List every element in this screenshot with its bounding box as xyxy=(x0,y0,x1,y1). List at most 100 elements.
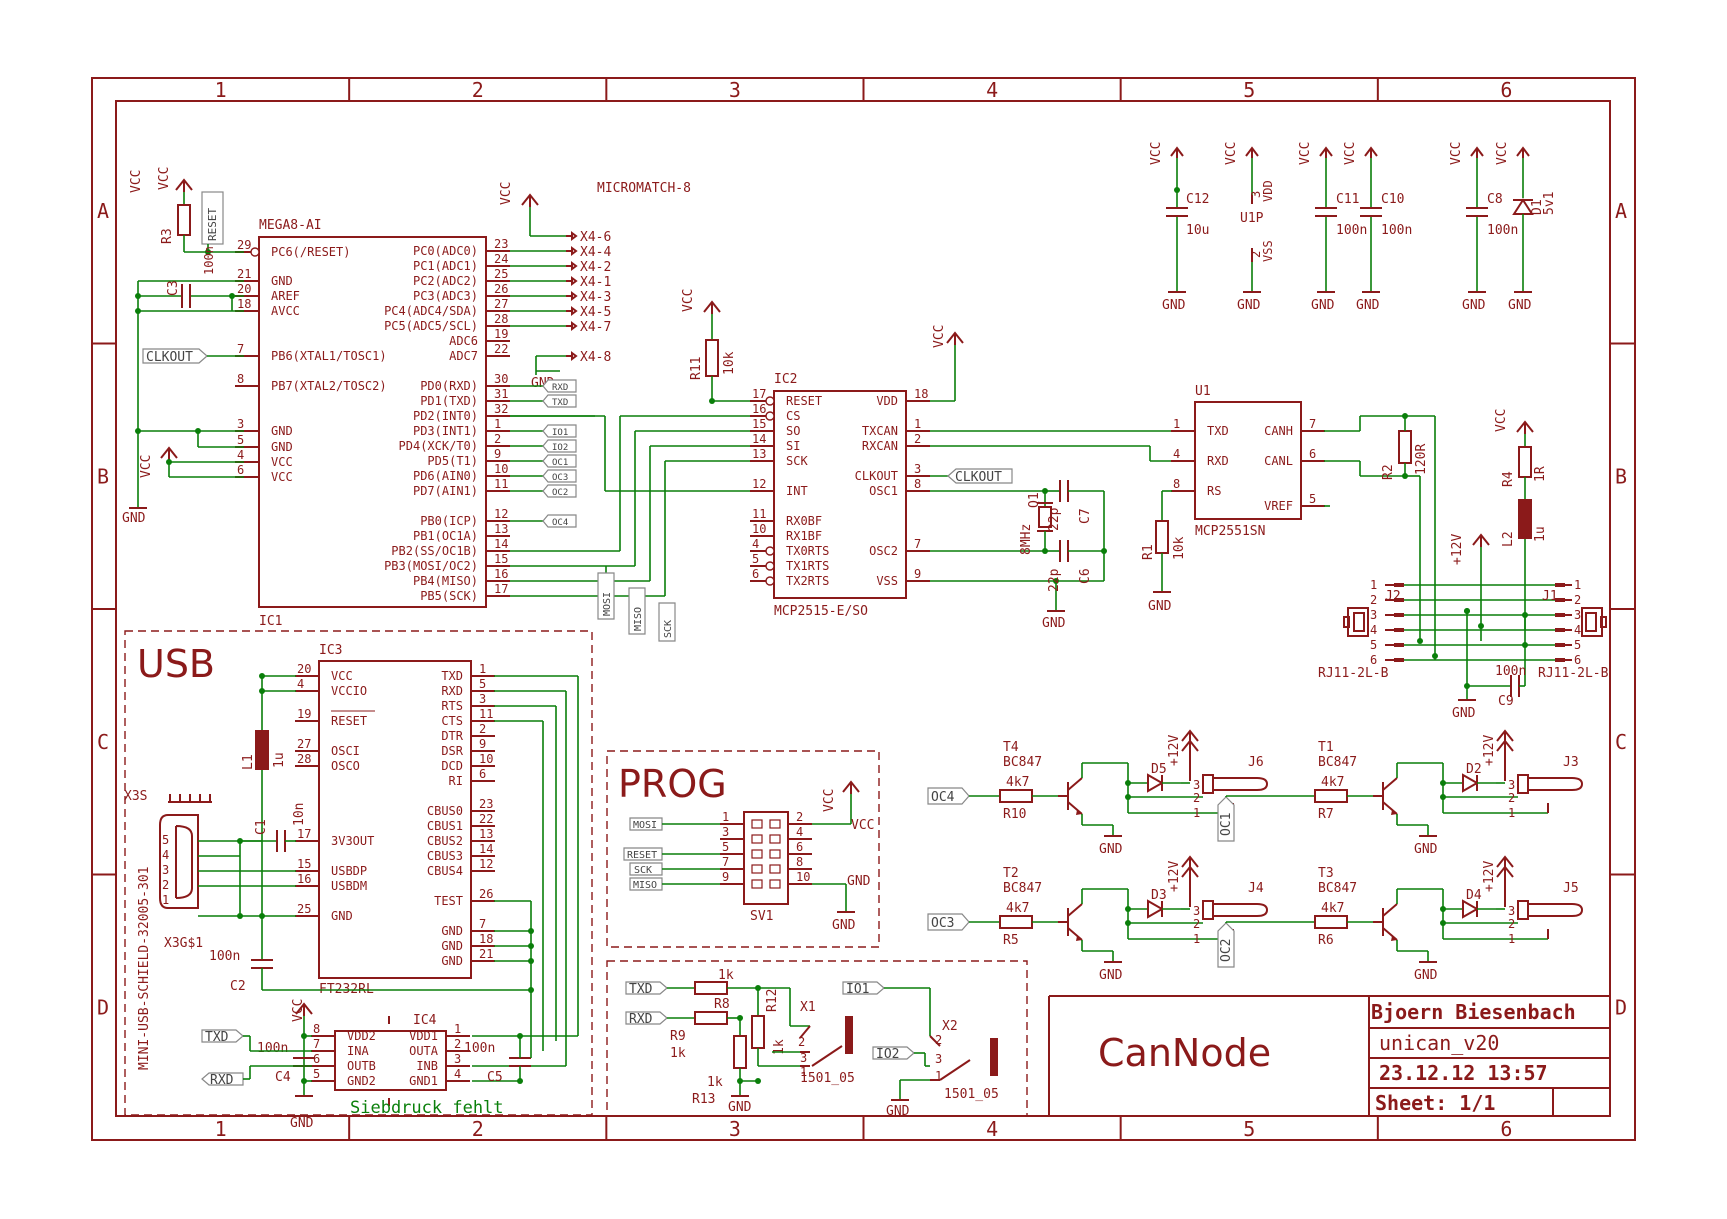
svg-text:VCC: VCC xyxy=(1343,142,1358,165)
svg-text:+12V: +12V xyxy=(1167,861,1182,892)
svg-text:TXD: TXD xyxy=(552,398,568,408)
frame-col-label: 4 xyxy=(986,1117,998,1141)
svg-text:9: 9 xyxy=(914,567,921,581)
svg-text:22: 22 xyxy=(479,812,493,826)
pin-label: RESET xyxy=(786,394,822,408)
svg-text:3: 3 xyxy=(1370,608,1377,622)
svg-text:22: 22 xyxy=(494,342,508,356)
svg-text:C10: C10 xyxy=(1381,192,1404,207)
pin-label: CBUS2 xyxy=(427,834,463,848)
svg-text:100n: 100n xyxy=(1495,664,1526,679)
svg-text:2: 2 xyxy=(935,1033,942,1047)
svg-text:3: 3 xyxy=(479,692,486,706)
pin-label: PB6(XTAL1/TOSC1) xyxy=(271,349,387,363)
svg-text:RESET: RESET xyxy=(627,850,657,861)
svg-text:GND: GND xyxy=(1414,842,1438,857)
x4-pin-label: X4-2 xyxy=(580,260,611,275)
svg-text:100n: 100n xyxy=(202,246,216,275)
svg-text:25: 25 xyxy=(297,902,311,916)
pin-label: OUTB xyxy=(347,1059,376,1073)
svg-text:J1: J1 xyxy=(1542,589,1558,604)
svg-text:VCC: VCC xyxy=(1298,142,1313,165)
svg-text:R7: R7 xyxy=(1318,807,1334,822)
pin-label: ADC6 xyxy=(449,334,478,348)
svg-text:OC3: OC3 xyxy=(931,916,954,931)
frame-col-label: 1 xyxy=(215,78,227,102)
frame-row-label: A xyxy=(97,199,109,223)
pin-label: VCC xyxy=(331,669,353,683)
svg-text:1: 1 xyxy=(1508,806,1515,820)
svg-text:4: 4 xyxy=(454,1067,461,1081)
svg-text:VCC: VCC xyxy=(1494,409,1509,432)
pin-label: TX2RTS xyxy=(786,574,829,588)
svg-text:5: 5 xyxy=(162,833,169,847)
svg-text:3: 3 xyxy=(162,863,169,877)
svg-text:MCP2551SN: MCP2551SN xyxy=(1195,524,1265,539)
svg-text:15: 15 xyxy=(297,857,311,871)
svg-text:5: 5 xyxy=(1370,638,1377,652)
pin-label: CTS xyxy=(441,714,463,728)
svg-text:D3: D3 xyxy=(1151,888,1167,903)
svg-text:OC2: OC2 xyxy=(552,488,568,498)
svg-text:MISO: MISO xyxy=(633,607,644,631)
mini-usb-connector-icon xyxy=(159,794,212,909)
svg-text:Q1: Q1 xyxy=(1027,492,1042,508)
svg-text:IO2: IO2 xyxy=(876,1047,899,1062)
svg-text:R5: R5 xyxy=(1003,933,1019,948)
svg-text:100n: 100n xyxy=(209,949,240,964)
rj11-right-icon xyxy=(1581,607,1607,637)
svg-text:3: 3 xyxy=(800,1051,807,1065)
svg-text:19: 19 xyxy=(297,707,311,721)
svg-text:VCC: VCC xyxy=(1495,142,1510,165)
svg-text:T4: T4 xyxy=(1003,740,1019,755)
svg-text:OC2: OC2 xyxy=(1219,939,1234,962)
svg-text:4k7: 4k7 xyxy=(1321,775,1344,790)
pin-label: RXD xyxy=(1207,454,1229,468)
svg-text:16: 16 xyxy=(297,872,311,886)
pin-label: CBUS0 xyxy=(427,804,463,818)
io-section: TXD RXD 1k R8 R9 1k R12 1k GND 1k R13 xyxy=(606,960,1028,1119)
svg-text:OC4: OC4 xyxy=(931,790,955,805)
date-text: 23.12.12 13:57 xyxy=(1379,1061,1548,1085)
svg-text:100n: 100n xyxy=(1381,223,1412,238)
svg-text:10k: 10k xyxy=(722,351,737,375)
frame-col-label: 3 xyxy=(729,78,741,102)
svg-text:D4: D4 xyxy=(1466,888,1482,903)
svg-text:OC1: OC1 xyxy=(1219,813,1234,836)
svg-text:5: 5 xyxy=(313,1067,320,1081)
pin-label: GND xyxy=(331,909,353,923)
svg-text:X1: X1 xyxy=(800,1000,816,1015)
svg-text:17: 17 xyxy=(494,582,508,596)
svg-text:3: 3 xyxy=(914,462,921,476)
svg-text:27: 27 xyxy=(297,737,311,751)
svg-text:GND: GND xyxy=(1099,968,1123,983)
svg-text:IC2: IC2 xyxy=(774,372,797,387)
pin-label: USBDP xyxy=(331,864,367,878)
svg-text:4: 4 xyxy=(162,848,169,862)
svg-text:8: 8 xyxy=(796,855,803,869)
pin-label: 3V3OUT xyxy=(331,834,374,848)
svg-text:8: 8 xyxy=(914,477,921,491)
svg-text:GND: GND xyxy=(1462,298,1486,313)
svg-text:6: 6 xyxy=(1309,447,1316,461)
svg-text:1: 1 xyxy=(454,1022,461,1036)
svg-text:R2: R2 xyxy=(1381,464,1396,480)
svg-text:21: 21 xyxy=(237,267,251,281)
svg-text:MISO: MISO xyxy=(633,880,657,891)
svg-text:5: 5 xyxy=(752,552,759,566)
svg-text:VDD: VDD xyxy=(1261,180,1275,202)
svg-text:C12: C12 xyxy=(1186,192,1209,207)
pin-label: VCC xyxy=(271,455,293,469)
pin-label: RX1BF xyxy=(786,529,822,543)
svg-text:D1: D1 xyxy=(1530,199,1545,215)
frame-row-label: C xyxy=(97,730,109,754)
svg-text:12: 12 xyxy=(494,507,508,521)
svg-text:GND: GND xyxy=(122,511,146,526)
svg-text:17: 17 xyxy=(297,827,311,841)
svg-text:2: 2 xyxy=(1508,791,1515,805)
svg-text:+12V: +12V xyxy=(1167,735,1182,766)
